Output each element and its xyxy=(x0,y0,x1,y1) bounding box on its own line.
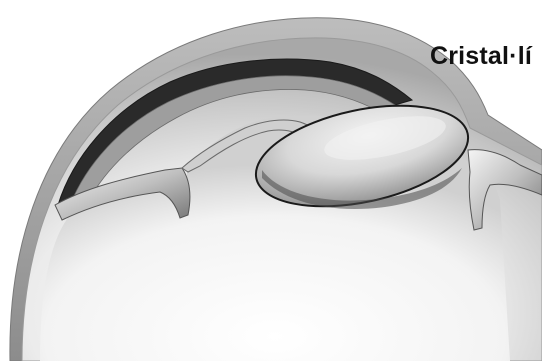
lens-label: Cristal·lí xyxy=(430,44,532,69)
